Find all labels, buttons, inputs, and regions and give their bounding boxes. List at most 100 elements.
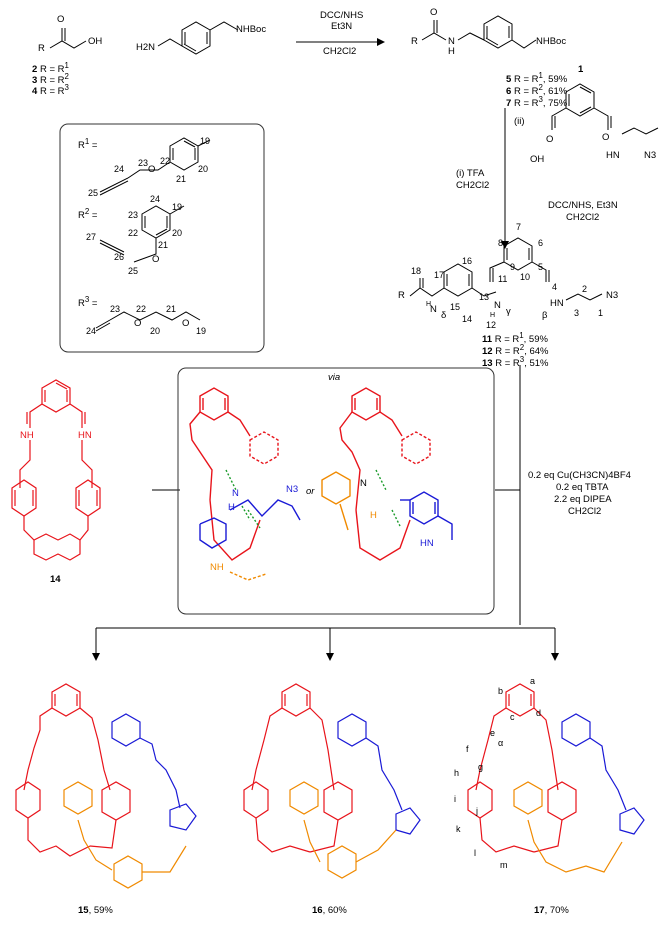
proton-h: h <box>454 768 460 778</box>
cuaac-line1: 0.2 eq Cu(CH3CN)4BF4 <box>528 470 631 481</box>
macrocycle-label-14: 14 <box>50 574 61 585</box>
diamide-num-8: 8 <box>498 238 504 248</box>
r1-num-19: 19 <box>200 136 211 146</box>
diamide-num-17: 17 <box>434 270 445 280</box>
proton-m: m <box>500 860 508 870</box>
r1-num-24: 24 <box>114 164 125 174</box>
r2-num-20: 20 <box>172 228 183 238</box>
cond1-line1: DCC/NHS <box>320 10 364 21</box>
diamide-num-4: 4 <box>552 282 558 292</box>
r2-num-25: 25 <box>128 266 139 276</box>
proton-c: c <box>510 712 515 722</box>
r3-num-23: 23 <box>110 304 121 314</box>
r2-num-19: 19 <box>172 202 183 212</box>
prod-label-7: 7 R = R3, 75% <box>506 95 568 110</box>
cmpd1-o-left: O <box>546 134 554 145</box>
rotaxane-label-15: 15, 59% <box>78 905 113 916</box>
proton-i: i <box>454 794 456 804</box>
cond1-line2: Et3N <box>331 21 353 32</box>
cuaac-line4: CH2Cl2 <box>568 506 602 517</box>
prod-nhboc: NHBoc <box>536 36 567 47</box>
acid-label-4: 4 R = R3 <box>32 83 69 98</box>
diamide-h-gamma: H <box>490 312 496 319</box>
rotaxane-label-16: 16, 60% <box>312 905 347 916</box>
diamide-label-11: 11 R = R1, 59% <box>482 331 548 346</box>
prod-n: N <box>448 36 455 47</box>
r3-num-21: 21 <box>166 304 177 314</box>
macrocycle-14 <box>11 379 101 561</box>
diamide-num-11: 11 <box>498 274 508 284</box>
cmpd1-o-right: O <box>602 132 610 143</box>
r1-num-20: 20 <box>198 164 209 174</box>
proton-k: k <box>456 824 461 834</box>
proton-g: g <box>478 762 484 772</box>
via-title: via <box>328 372 341 383</box>
proton-e: e <box>490 728 496 738</box>
step-ii-cond2: CH2Cl2 <box>566 212 600 223</box>
amine-structure <box>157 21 239 55</box>
r1-num-25: 25 <box>88 188 99 198</box>
diamide-num-13: 13 <box>479 292 490 302</box>
r3-num-22: 22 <box>136 304 147 314</box>
cmpd1-hn: HN <box>606 150 620 161</box>
proton-f: f <box>466 744 469 754</box>
diamide-num-12: 12 <box>486 320 497 330</box>
r2-definition: R2 = <box>78 207 98 222</box>
via-or: or <box>306 486 315 497</box>
cmpd1-oh: OH <box>530 154 545 165</box>
proton-b: b <box>498 686 504 696</box>
beta-label: β <box>542 310 548 321</box>
r1-num-21: 21 <box>176 174 187 184</box>
amine-h2n: H2N <box>136 42 156 53</box>
prod-o: O <box>430 7 438 18</box>
proton-alpha: α <box>498 738 504 748</box>
compound-1-label: 1 <box>578 64 584 75</box>
diamide-num-16: 16 <box>462 256 473 266</box>
acid-oh-label: OH <box>88 36 103 47</box>
acid-label-2: 2 R = R1 <box>32 61 69 76</box>
acid-structure <box>49 28 87 49</box>
via-left-nh: NH <box>210 562 224 573</box>
diamide-num-3: 3 <box>574 308 580 318</box>
diamide-n-gamma: N <box>494 300 501 311</box>
via-left <box>189 387 301 581</box>
diamide-r: R <box>398 290 405 301</box>
r1-num-22: 22 <box>160 156 171 166</box>
diamide-structure <box>409 237 603 301</box>
diamide-label-13: 13 R = R3, 51% <box>482 355 549 370</box>
diamide-num-9: 9 <box>510 262 516 272</box>
diamide-n3: N3 <box>606 290 619 301</box>
r3-o2: O <box>182 318 190 329</box>
prod-label-6: 6 R = R2, 61% <box>506 83 568 98</box>
r3-o1: O <box>134 318 142 329</box>
diamide-num-10: 10 <box>520 272 531 282</box>
diamide-label-12: 12 R = R2, 64% <box>482 343 549 358</box>
proton-d: d <box>536 708 542 718</box>
diamide-num-5: 5 <box>538 262 544 272</box>
boc-amide-structure <box>421 15 537 49</box>
rotaxane-label-17: 17, 70% <box>534 905 569 916</box>
r3-num-19: 19 <box>196 326 207 336</box>
cuaac-line2: 0.2 eq TBTA <box>556 482 609 493</box>
via-right-hn: HN <box>420 538 434 549</box>
delta-label: δ <box>441 310 447 321</box>
diamide-num-2: 2 <box>582 284 588 294</box>
diamide-n-delta: N <box>430 304 437 315</box>
acid-label-3: 3 R = R2 <box>32 72 69 87</box>
r2-num-21: 21 <box>158 240 169 250</box>
proton-l: l <box>474 848 476 858</box>
macro-nh-left: NH <box>20 430 34 441</box>
rotaxane-16 <box>243 683 421 879</box>
acid-o-label: O <box>57 14 65 25</box>
r2-num-27: 27 <box>86 232 97 242</box>
via-left-h: H <box>228 502 235 513</box>
step-ii: (ii) <box>514 116 525 127</box>
r2-o: O <box>152 254 160 265</box>
cmpd1-n3: N3 <box>644 150 657 161</box>
r2-num-26: 26 <box>114 252 125 262</box>
cuaac-line3: 2.2 eq DIPEA <box>554 494 612 505</box>
r3-definition: R3 = <box>78 295 98 310</box>
via-n3: N3 <box>286 484 299 495</box>
r1-o: O <box>148 164 156 175</box>
